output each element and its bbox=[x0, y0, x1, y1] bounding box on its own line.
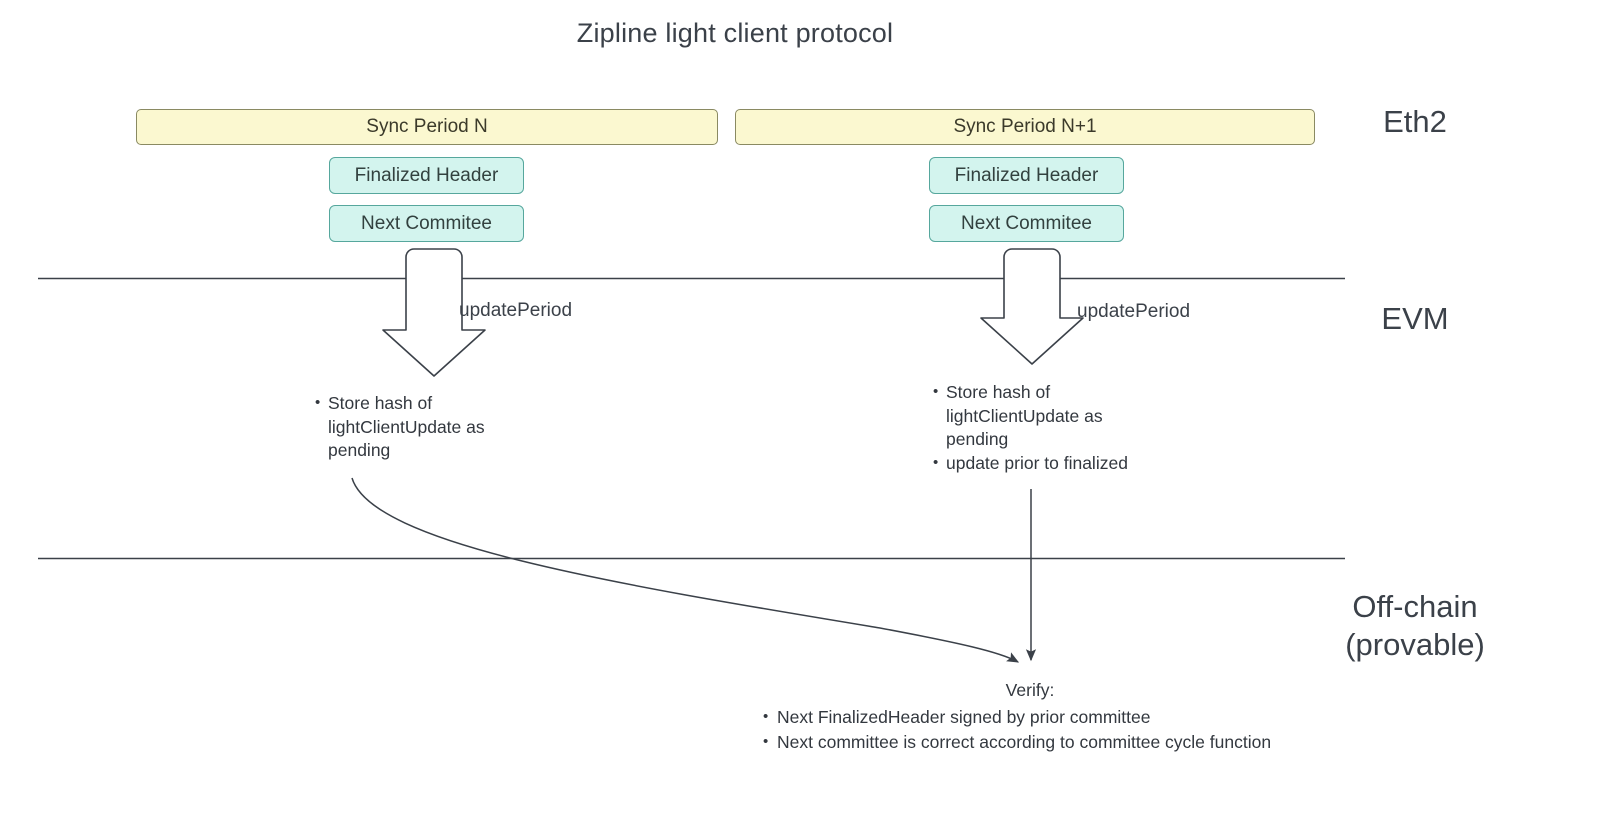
sync-period-n-box[interactable]: Sync Period N bbox=[136, 109, 718, 145]
edge-label-update-period-left: updatePeriod bbox=[459, 300, 573, 321]
list-item: Next FinalizedHeader signed by prior com… bbox=[760, 704, 1300, 731]
verify-title: Verify: bbox=[1005, 680, 1055, 700]
verify-list: Next FinalizedHeader signed by prior com… bbox=[760, 704, 1300, 756]
evm-notes-period-n1: Store hash of lightClientUpdate as pendi… bbox=[931, 380, 1146, 476]
verify-block: Verify: Next FinalizedHeader signed by p… bbox=[760, 678, 1300, 756]
lane-label-evm: EVM bbox=[1381, 301, 1449, 336]
finalized-header-box-period-n1[interactable]: Finalized Header bbox=[929, 157, 1124, 194]
sync-period-n1-box[interactable]: Sync Period N+1 bbox=[735, 109, 1315, 145]
list-item: update prior to finalized bbox=[931, 451, 1146, 476]
evm-notes-period-n-list: Store hash of lightClientUpdate as pendi… bbox=[313, 391, 518, 463]
lane-label-offchain: Off-chain (provable) bbox=[1300, 588, 1530, 665]
block-arrow-update-period-right bbox=[980, 248, 1084, 365]
evm-notes-period-n1-list: Store hash of lightClientUpdate as pendi… bbox=[931, 380, 1146, 476]
finalized-header-box-period-n[interactable]: Finalized Header bbox=[329, 157, 524, 194]
list-item: Store hash of lightClientUpdate as pendi… bbox=[313, 391, 518, 463]
next-committee-box-period-n1[interactable]: Next Commitee bbox=[929, 205, 1124, 242]
list-item: Next committee is correct according to c… bbox=[760, 729, 1300, 756]
lane-label-eth2: Eth2 bbox=[1383, 104, 1447, 139]
edge-label-update-period-right: updatePeriod bbox=[1077, 301, 1191, 322]
evm-notes-period-n: Store hash of lightClientUpdate as pendi… bbox=[313, 391, 518, 463]
lane-label-offchain-line2: (provable) bbox=[1345, 627, 1485, 663]
curve-left-notes-to-verify bbox=[351, 477, 1020, 663]
lane-label-offchain-line1: Off-chain bbox=[1352, 589, 1478, 624]
list-item: Store hash of lightClientUpdate as pendi… bbox=[931, 380, 1146, 452]
page-title: Zipline light client protocol bbox=[576, 18, 894, 48]
next-committee-box-period-n[interactable]: Next Commitee bbox=[329, 205, 524, 242]
